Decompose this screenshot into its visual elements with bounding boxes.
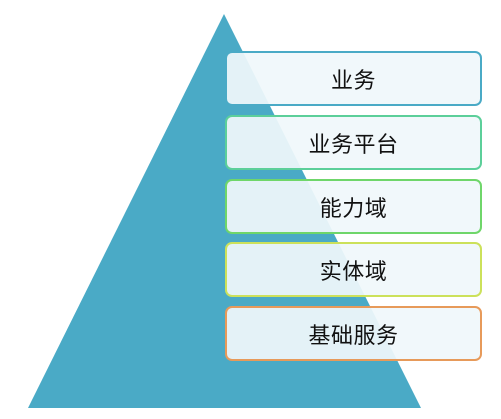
layer-capability-domain: 能力域 [225, 179, 482, 234]
layer-label: 业务 [330, 68, 376, 94]
layer-base-services: 基础服务 [225, 306, 482, 361]
layer-label: 实体域 [319, 259, 388, 285]
layer-entity-domain: 实体域 [225, 242, 482, 297]
layer-label: 能力域 [319, 196, 388, 222]
layer-business: 业务 [225, 51, 482, 106]
layer-label: 基础服务 [308, 323, 399, 349]
layer-label: 业务平台 [308, 132, 399, 158]
layer-business-platform: 业务平台 [225, 115, 482, 170]
